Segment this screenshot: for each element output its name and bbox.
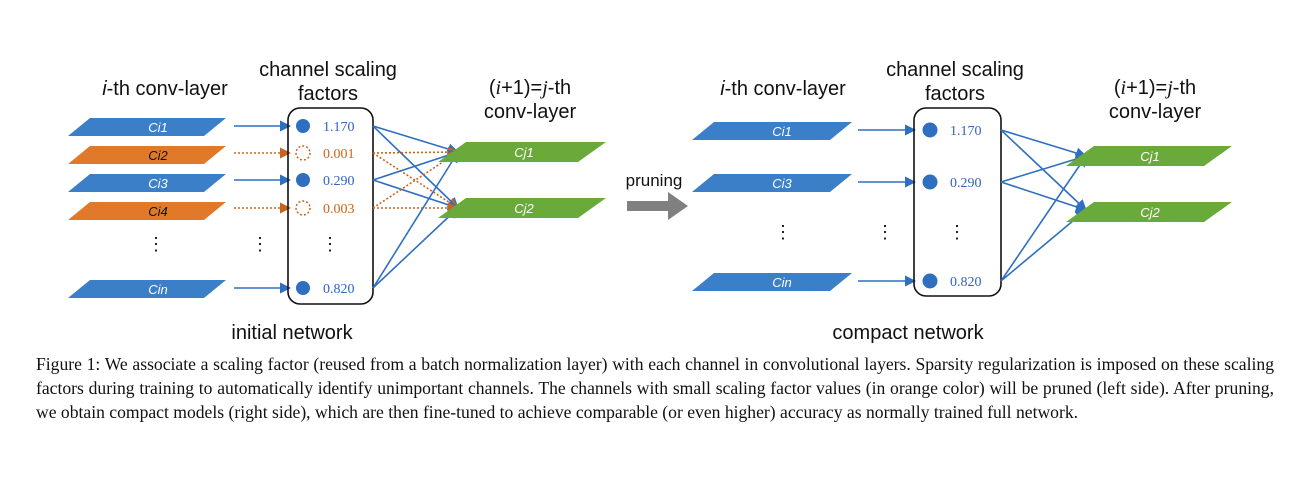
- right-output-channel-plate: [1066, 146, 1232, 166]
- left-output-layer-label-line2: conv-layer: [484, 101, 577, 123]
- right-input-channel-label: Ci1: [772, 124, 792, 139]
- right-output-layer-label-line1: (i+1)=j-th: [1114, 77, 1196, 99]
- right-input-channel-label: Cin: [772, 275, 792, 290]
- left-input-channel-plate: [68, 118, 226, 136]
- right-output-arrow: [1000, 129, 1087, 211]
- right-input-channel-label: Ci3: [772, 176, 792, 191]
- right-network-label: compact network: [832, 322, 984, 344]
- left-input-channel-plate: [68, 174, 226, 192]
- left-output-layer-label-line1: (i+1)=j-th: [489, 77, 571, 99]
- left-output-channel-plate: [438, 142, 606, 162]
- left-panel: i-th conv-layer channel scaling factors …: [68, 59, 606, 344]
- left-pruned-channel-label: Ci4: [148, 204, 168, 219]
- left-pruned-channel-plate: [68, 146, 226, 164]
- left-output-arrow: [372, 149, 460, 181]
- pruning-arrow-shape: [627, 192, 688, 220]
- left-factor-dot: [296, 119, 310, 133]
- left-pruned-factor-dot: [295, 145, 311, 161]
- left-scaling-factor-box: [287, 107, 374, 305]
- right-arrow-ellipsis: ⋮: [876, 222, 894, 242]
- right-factor-ellipsis: ⋮: [948, 222, 966, 242]
- left-pruned-factor-value: 0.001: [323, 147, 355, 162]
- right-output-layer-label-line2: conv-layer: [1109, 101, 1202, 123]
- right-factor-dot: [922, 122, 938, 138]
- left-output-arrow: [372, 125, 460, 155]
- right-scaling-label-line2: factors: [925, 83, 985, 105]
- right-scaling-label-line1: channel scaling: [886, 59, 1024, 81]
- left-output-channel-label: Cj1: [514, 145, 534, 160]
- right-output-channel-label: Cj2: [1140, 205, 1160, 220]
- right-input-layer-label: i-th conv-layer: [720, 78, 846, 100]
- left-input-layer-label: i-th conv-layer: [102, 78, 228, 100]
- left-factor-dot: [296, 173, 310, 187]
- right-scaling-factor-box: [913, 107, 1002, 297]
- left-pruned-factor-value: 0.003: [323, 202, 355, 217]
- right-output-arrow: [1000, 155, 1087, 282]
- right-input-ellipsis: ⋮: [774, 222, 792, 242]
- right-input-channel-plate: [692, 122, 852, 140]
- right-output-channel-label: Cj1: [1140, 149, 1160, 164]
- right-factor-value: 1.170: [950, 124, 982, 139]
- left-input-channel-plate: [68, 280, 226, 298]
- right-output-arrow: [1000, 181, 1088, 213]
- left-output-channel-plate: [438, 198, 606, 218]
- left-scaling-label-line2: factors: [298, 83, 358, 105]
- left-arrow-ellipsis: ⋮: [251, 234, 269, 254]
- right-factor-value: 0.820: [950, 275, 982, 290]
- right-output-arrow: [1000, 153, 1088, 183]
- left-network-label: initial network: [231, 322, 353, 344]
- left-output-arrow: [372, 125, 459, 209]
- right-output-arrow: [1000, 129, 1088, 159]
- left-input-channel-label: Ci3: [148, 176, 168, 191]
- right-factor-dot: [922, 174, 938, 190]
- figure-diagram: i-th conv-layer channel scaling factors …: [68, 59, 1232, 344]
- left-factor-dot: [296, 281, 310, 295]
- pruning-arrow: pruning: [626, 171, 688, 220]
- left-output-channel-label: Cj2: [514, 201, 534, 216]
- right-factor-value: 0.290: [950, 176, 982, 191]
- left-input-channel-label: Ci1: [148, 120, 168, 135]
- left-output-arrow: [372, 151, 459, 289]
- right-output-channel-plate: [1066, 202, 1232, 222]
- left-pruned-channel-plate: [68, 202, 226, 220]
- pruning-label: pruning: [626, 171, 683, 190]
- left-input-ellipsis: ⋮: [147, 234, 165, 254]
- right-panel: i-th conv-layer channel scaling factors …: [692, 59, 1232, 344]
- left-scaling-label-line1: channel scaling: [259, 59, 397, 81]
- left-factor-ellipsis: ⋮: [321, 234, 339, 254]
- left-factor-value: 1.170: [323, 120, 355, 135]
- left-input-channel-label: Cin: [148, 282, 168, 297]
- left-pruned-output-arrow: [372, 152, 459, 209]
- figure-caption: Figure 1: We associate a scaling factor …: [36, 354, 1274, 422]
- right-input-channel-plate: [692, 174, 852, 192]
- left-factor-value: 0.820: [323, 282, 355, 297]
- right-input-channel-plate: [692, 273, 852, 291]
- left-factor-value: 0.290: [323, 174, 355, 189]
- right-factor-dot: [922, 273, 938, 289]
- left-pruned-factor-dot: [295, 200, 311, 216]
- left-output-arrow: [372, 179, 460, 211]
- left-output-arrow: [372, 207, 459, 289]
- left-pruned-output-arrow: [372, 146, 460, 158]
- left-pruned-channel-label: Ci2: [148, 148, 168, 163]
